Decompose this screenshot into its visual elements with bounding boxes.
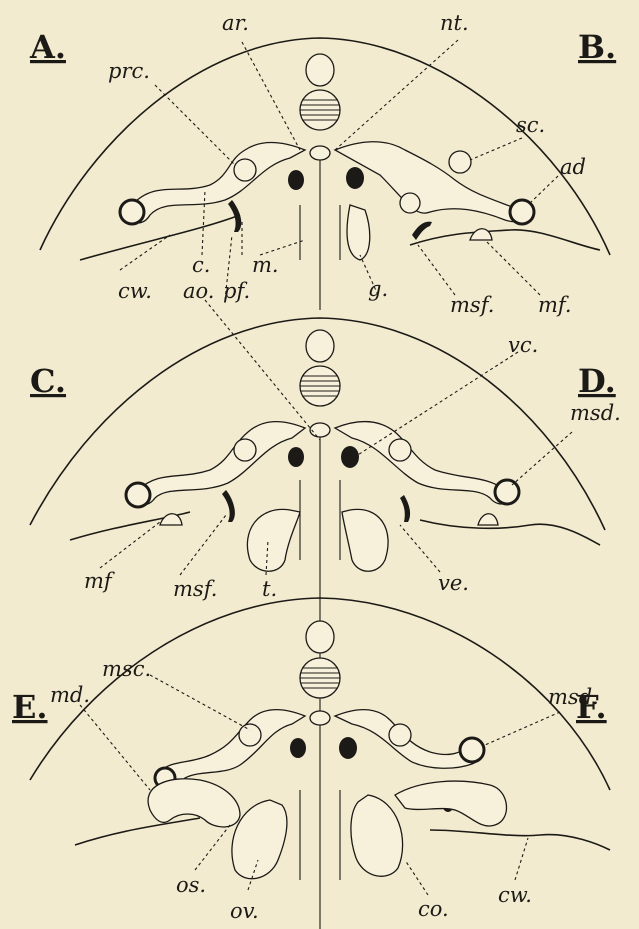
segmental-canal-left-bot: [239, 724, 261, 746]
glomerulus-right-bot: [339, 737, 357, 759]
glomerulus-left-mid: [288, 447, 304, 467]
gonad-top: [347, 205, 370, 260]
coelom-wall-left-top: [128, 143, 305, 223]
coelom-floor-bot: [75, 818, 610, 850]
segmental-canal-right2-top: [400, 193, 420, 213]
neural-tube-bot: [306, 621, 334, 653]
ovary-right-bot: [351, 795, 403, 876]
mullerian-duct-right-bot: [395, 781, 506, 826]
label-ad: ad: [560, 155, 586, 179]
panel-label-b: B.: [578, 28, 616, 66]
neural-tube-top: [306, 54, 334, 86]
label-ve: ve.: [438, 571, 469, 595]
label-msc: msc.: [102, 657, 151, 681]
label-co: co.: [418, 897, 449, 921]
label-ov: ov.: [230, 899, 259, 923]
aorta-top: [310, 146, 330, 160]
coelom-wall-left-bot: [158, 710, 305, 785]
section-bottom: [30, 598, 610, 929]
label-c: c.: [192, 253, 210, 277]
label-nt: nt.: [440, 11, 469, 35]
mesonephric-duct-right-bot: [460, 738, 484, 762]
panel-label-d: D.: [578, 362, 616, 400]
segmental-canal-right-top: [449, 151, 471, 173]
mesonephric-duct-left-mid: [126, 483, 150, 507]
glomerulus-right-top: [346, 167, 364, 189]
glomerulus-left-bot: [290, 738, 306, 758]
label-msd-mid: msd.: [570, 401, 621, 425]
aorta-bot: [310, 711, 330, 725]
label-pf: pf.: [223, 279, 250, 303]
peritoneal-funnel-left-top: [228, 200, 241, 232]
label-ao: ao.: [183, 279, 214, 303]
label-msf-mid: msf.: [173, 577, 217, 601]
mesonephric-funnel-right-top: [412, 222, 432, 240]
label-mf-mid: mf: [84, 569, 115, 593]
glomerulus-right-mid: [341, 446, 359, 468]
label-cw-top: cw.: [118, 279, 152, 303]
segmental-canal-left-mid: [234, 439, 256, 461]
funnel-right-mid: [400, 495, 410, 522]
label-mf-top: mf.: [538, 293, 572, 317]
mesonephric-duct-right-mid: [495, 480, 519, 504]
neural-tube-mid: [306, 330, 334, 362]
label-os: os.: [176, 873, 206, 897]
label-ar: ar.: [222, 11, 249, 35]
segmental-canal-left-top: [234, 159, 256, 181]
label-m: m.: [252, 253, 279, 277]
panel-label-c: C.: [30, 362, 66, 400]
label-sc: sc.: [516, 113, 545, 137]
label-md: md.: [50, 683, 90, 707]
label-g: g.: [368, 277, 388, 301]
section-middle: [30, 318, 605, 600]
segmental-canal-right-mid: [389, 439, 411, 461]
panel-label-e: E.: [12, 688, 48, 726]
mullerian-fold-top: [470, 229, 492, 240]
label-msd-bot: msd.: [548, 685, 599, 709]
coelom-floor-mid: [70, 512, 600, 545]
coelom-wall-right-mid: [335, 422, 508, 504]
panel-label-a: A.: [29, 28, 66, 66]
label-msf-top: msf.: [450, 293, 494, 317]
segmental-canal-right-bot: [389, 724, 411, 746]
mesonephric-duct-left-top: [120, 200, 144, 224]
mesonephric-duct-right-top: [510, 200, 534, 224]
testis-mid: [247, 509, 300, 571]
glomerulus-left-top: [288, 170, 304, 190]
leader-lines: [80, 40, 572, 895]
label-cw-bot: cw.: [498, 883, 532, 907]
ovary-like-mid: [342, 509, 388, 571]
label-t: t.: [262, 577, 277, 601]
label-prc: prc.: [108, 59, 150, 83]
label-vc: vc.: [508, 333, 538, 357]
aorta-mid: [310, 423, 330, 437]
coelom-wall-left-mid: [135, 422, 305, 505]
mullerian-fold-right-mid: [478, 514, 498, 525]
